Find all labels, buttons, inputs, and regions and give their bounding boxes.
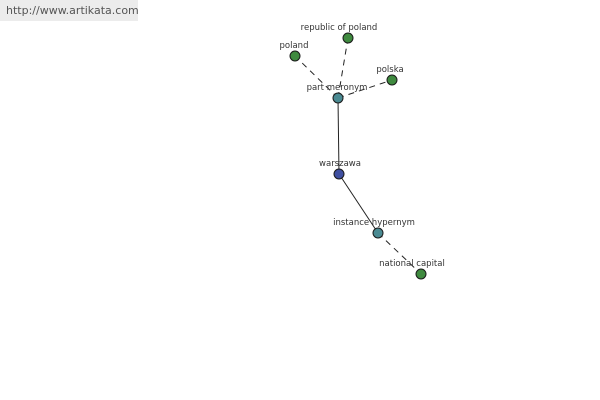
node-national-capital-dot[interactable] — [415, 268, 427, 280]
node-poland-label: poland — [280, 41, 309, 51]
edge-instance-hypernym-to-national-capital — [377, 232, 422, 275]
node-republic-of-poland-dot[interactable] — [342, 32, 354, 44]
node-instance-hypernym-dot[interactable] — [372, 227, 384, 239]
node-polska-dot[interactable] — [386, 74, 398, 86]
node-polska[interactable]: polska — [376, 65, 404, 86]
node-national-capital[interactable]: national capital — [379, 259, 445, 280]
node-warszawa[interactable]: warszawa — [319, 159, 361, 180]
node-part-meronym-dot[interactable] — [332, 92, 344, 104]
node-republic-of-poland-label: republic of poland — [301, 23, 378, 33]
source-url-link[interactable]: http://www.artikata.com — [0, 0, 139, 21]
edge-part-meronym-to-polska — [337, 79, 393, 99]
edge-warszawa-to-part-meronym — [337, 97, 340, 175]
node-warszawa-dot[interactable] — [333, 168, 345, 180]
node-national-capital-label: national capital — [379, 259, 445, 269]
node-warszawa-label: warszawa — [319, 159, 361, 169]
node-poland[interactable]: poland — [280, 41, 309, 62]
edge-warszawa-to-instance-hypernym — [338, 173, 379, 234]
node-part-meronym[interactable]: part meronym — [307, 83, 368, 104]
node-instance-hypernym[interactable]: instance hypernym — [333, 218, 415, 239]
node-part-meronym-label: part meronym — [307, 83, 368, 93]
graph-nodes: warszawa part meronym instance hypernym pol… — [280, 23, 445, 280]
node-instance-hypernym-label: instance hypernym — [333, 218, 415, 228]
node-polska-label: polska — [376, 65, 403, 75]
node-republic-of-poland[interactable]: republic of poland — [301, 23, 378, 44]
node-poland-dot[interactable] — [289, 50, 301, 62]
graph-edges — [294, 37, 422, 275]
